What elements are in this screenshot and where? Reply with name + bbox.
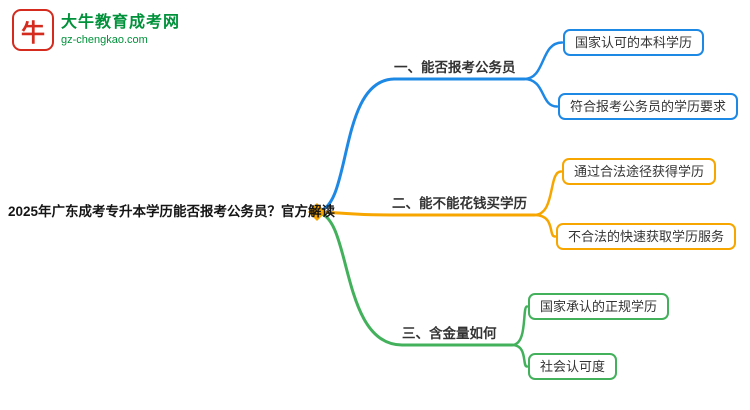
leaf-node-branch2-child2[interactable]: 不合法的快速获取学历服务	[556, 223, 737, 250]
leaf-node-branch1-child1[interactable]: 国家认可的本科学历	[563, 29, 705, 56]
logo-domain-text: gz-chengkao.com	[61, 33, 148, 46]
leaf-node-branch2-child1[interactable]: 通过合法途径获得学历	[562, 158, 717, 185]
root-topic-node[interactable]: 2025年广东成考专升本学历能否报考公务员？官方解读	[8, 204, 336, 219]
site-logo[interactable]: 牛 大牛教育成考网 gz-chengkao.com	[12, 9, 180, 51]
logo-brand-name: 大牛教育成考网	[61, 13, 181, 31]
leaf-node-branch1-child2[interactable]: 符合报考公务员的学历要求	[558, 93, 739, 120]
logo-text-block: 大牛教育成考网 gz-chengkao.com	[61, 13, 180, 47]
branch-3-topic[interactable]: 三、含金量如何	[402, 326, 497, 341]
branch-2-topic[interactable]: 二、能不能花钱买学历	[392, 196, 527, 211]
leaf-node-branch3-child2[interactable]: 社会认可度	[528, 353, 618, 380]
leaf-node-branch3-child1[interactable]: 国家承认的正规学历	[528, 293, 670, 320]
bull-logo-icon: 牛	[12, 9, 54, 51]
branch-1-topic[interactable]: 一、能否报考公务员	[394, 60, 516, 75]
